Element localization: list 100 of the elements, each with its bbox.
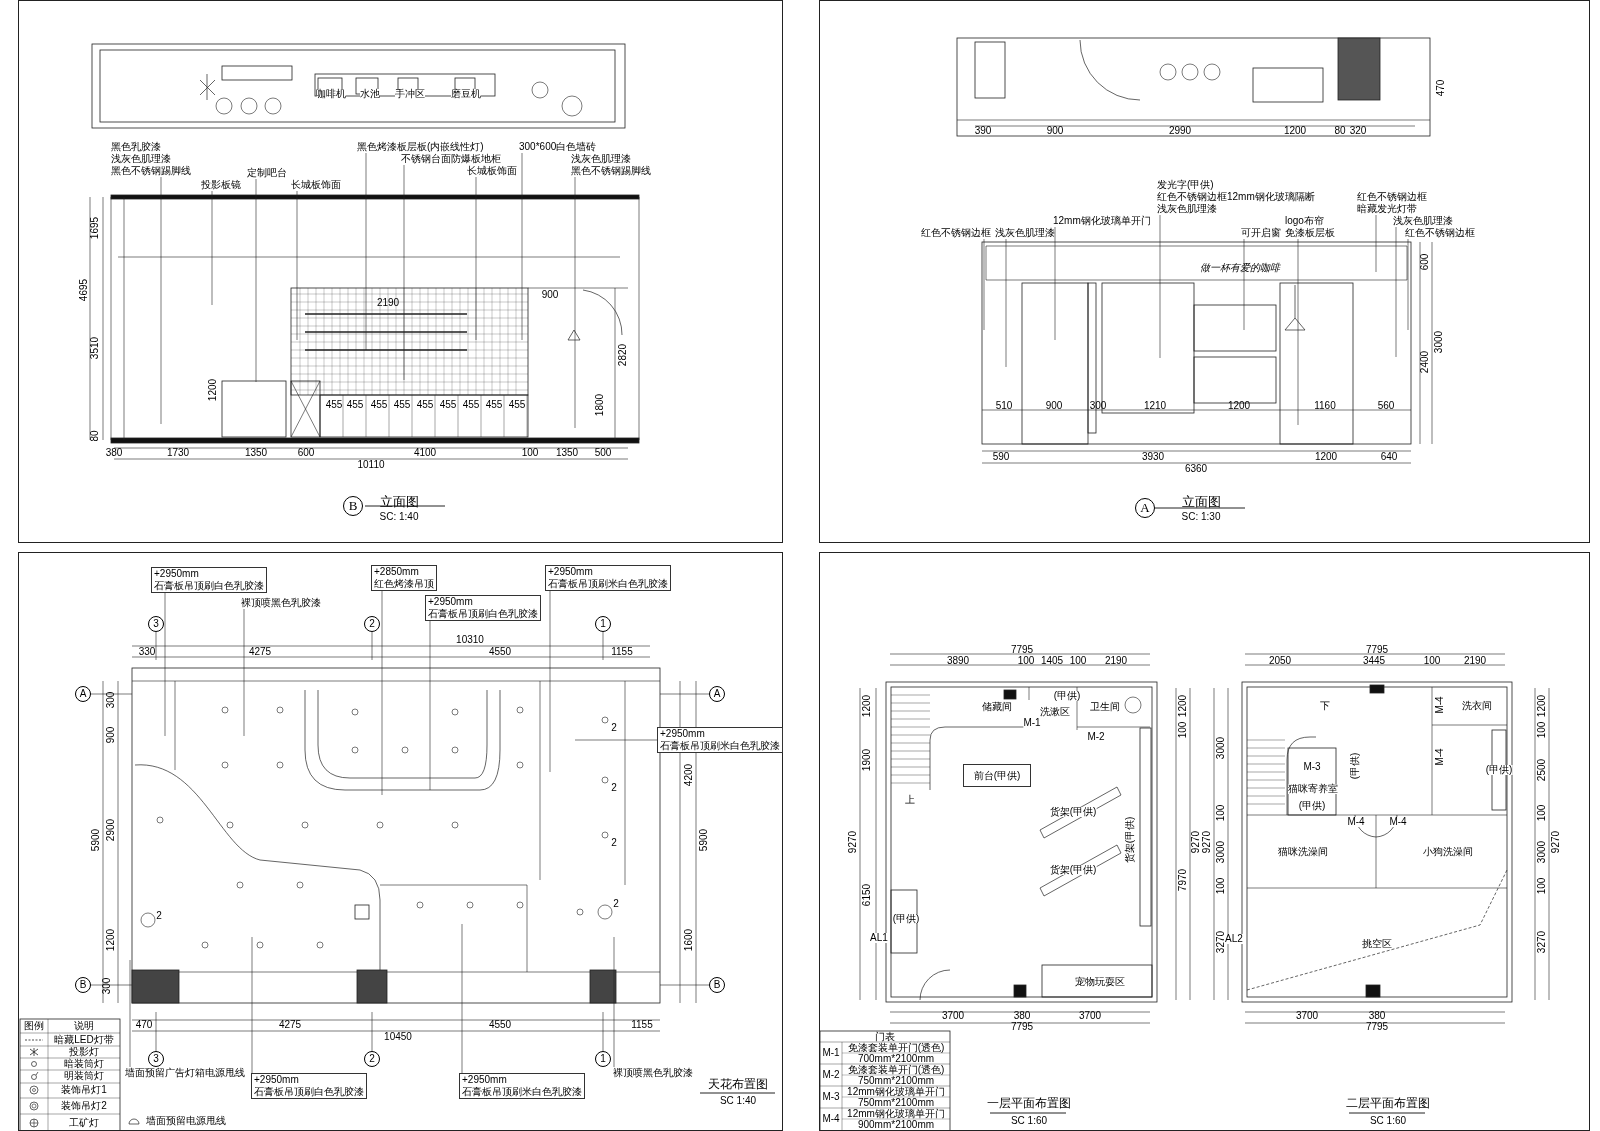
dimension-text: 6150 (862, 883, 872, 907)
fixture-label: (甲供) (1485, 765, 1513, 775)
dimension-text: 3445 (1362, 656, 1386, 666)
leader-line (243, 608, 245, 737)
callout-text: 长城板饰面 (291, 179, 341, 191)
light-number: 2 (611, 783, 617, 793)
drawing-panel (18, 0, 783, 543)
dimension-text: 320 (1349, 126, 1367, 136)
leader-line (160, 176, 162, 425)
dimension-text: 3000 (1434, 330, 1444, 354)
dimension-text: 80 (90, 430, 100, 442)
dimension-text: 1200 (208, 378, 218, 402)
dimension-text: 3700 (941, 1011, 965, 1021)
drawing-panel (819, 0, 1590, 543)
desk-outline (963, 764, 1031, 787)
table-cell: 750mm*2100mm (857, 1076, 935, 1086)
table-cell: 门表 (875, 1032, 895, 1042)
table-cell: 900mm*2100mm (857, 1120, 935, 1130)
dimension-text: 380 (1368, 1011, 1386, 1021)
tag-text: M-4 (1435, 696, 1445, 714)
table-cell: M-2 (822, 1070, 840, 1080)
table-cell: 750mm*2100mm (857, 1098, 935, 1108)
dimension-text: 2190 (1463, 656, 1487, 666)
dimension-text: 900 (1046, 126, 1064, 136)
dimension-text: 510 (995, 401, 1013, 411)
dimension-text: 1695 (90, 216, 100, 240)
callout-text: 红色不锈钢边框 (1405, 227, 1475, 239)
dimension-text: 2190 (1104, 656, 1128, 666)
dimension-text: 9270 (848, 830, 858, 854)
dimension-text: 3270 (1216, 930, 1226, 954)
dimension-text: 455 (346, 400, 364, 410)
tag-text: AL2 (1225, 934, 1243, 944)
callout-text: 300*600白色墙砖 (519, 141, 597, 153)
callout-text: 裸顶喷黑色乳胶漆 (613, 1067, 693, 1079)
grid-axis-marker: A (75, 686, 91, 702)
dimension-text: 640 (1380, 452, 1398, 462)
dimension-text: 1800 (595, 393, 605, 417)
dimension-text: 9270 (1551, 830, 1561, 854)
callout-text: 裸顶喷黑色乳胶漆 (241, 597, 321, 609)
dimension-text: 1160 (1314, 401, 1336, 411)
dimension-text: 300 (102, 977, 112, 995)
legend-text: 明装筒灯 (64, 1069, 104, 1083)
fixture-label: 货架(甲供) (1125, 816, 1135, 864)
callout-text: 石膏板吊顶刷白色乳胶漆 (428, 608, 538, 620)
dimension-text: 100 (1537, 877, 1547, 895)
dimension-text: 7795 (1365, 645, 1389, 655)
callout-text: 石膏板吊顶刷米白色乳胶漆 (548, 578, 668, 590)
dimension-text: 1155 (631, 1020, 653, 1030)
leader-line (983, 238, 985, 331)
tag-text: M-4 (1389, 817, 1407, 827)
dimension-text: 3700 (1295, 1011, 1319, 1021)
leader-line (574, 739, 658, 741)
dimension-text: 1200 (106, 928, 116, 952)
dimension-text: 590 (992, 452, 1010, 462)
callout-text: +2950mm (548, 566, 594, 578)
dimension-text: 4550 (488, 647, 512, 657)
callout-text: 12mm钢化玻璃单开门 (1053, 215, 1151, 227)
dimension-text: 1200 (1178, 694, 1188, 718)
dimension-text: 470 (1436, 79, 1446, 97)
tag-text: M-4 (1435, 748, 1445, 766)
callout-text: 暗藏发光灯带 (1357, 203, 1418, 215)
dimension-text: 9270 (1202, 830, 1212, 854)
dimension-text: 5900 (91, 828, 101, 852)
callout-text: 黑色乳胶漆 (111, 141, 162, 153)
drawing-title: 天花布置图 (708, 1078, 768, 1090)
dimension-text: 6360 (1184, 464, 1208, 474)
callout-text: 浅灰色肌理漆 (995, 227, 1055, 239)
leader-line (1407, 238, 1409, 331)
dimension-text: 300 (1089, 401, 1107, 411)
elevation-callout-box (151, 567, 267, 593)
leader-line (461, 923, 463, 1074)
dimension-text: 3890 (946, 656, 970, 666)
callout-text: 不锈钢台面防爆板地柜 (401, 153, 501, 165)
callout-text: 定制吧台 (247, 167, 287, 179)
light-number: 2 (611, 723, 617, 733)
callout-text: 黑色不锈钢踢脚线 (111, 165, 191, 177)
table-cell: 12mm钢化玻璃单开门 (847, 1087, 945, 1097)
dimension-text: 1200 (1227, 401, 1251, 411)
tag-text: AL1 (870, 933, 888, 943)
fixture-label: 下 (1320, 701, 1330, 711)
grid-axis-marker: 3 (148, 1051, 164, 1067)
dimension-text: 1350 (555, 448, 579, 458)
callout-text: +2950mm (462, 1074, 508, 1086)
callout-text: 石膏板吊顶刷米白色乳胶漆 (462, 1086, 582, 1098)
dimension-text: 4275 (248, 647, 272, 657)
table-cell: 12mm钢化玻璃单开门 (847, 1109, 945, 1119)
dimension-text: 390 (974, 126, 992, 136)
room-label: 小狗洗澡间 (1423, 847, 1473, 857)
dimension-text: 1210 (1143, 401, 1167, 411)
elevation-callout-box (545, 565, 671, 591)
dimension-text: 2500 (1537, 758, 1547, 782)
dimension-text: 2190 (376, 298, 400, 308)
table-cell: 说明 (74, 1021, 94, 1031)
legend-text: 装饰吊灯1 (61, 1083, 107, 1097)
callout-text: 浅灰色肌理漆 (1393, 215, 1453, 227)
elevation-callout-box (425, 595, 541, 621)
dimension-text: 7795 (1010, 1022, 1034, 1032)
room-label: 宠物玩耍区 (1075, 977, 1125, 987)
dimension-text: 100 (1423, 656, 1441, 666)
grid-axis-marker: 2 (364, 1051, 380, 1067)
